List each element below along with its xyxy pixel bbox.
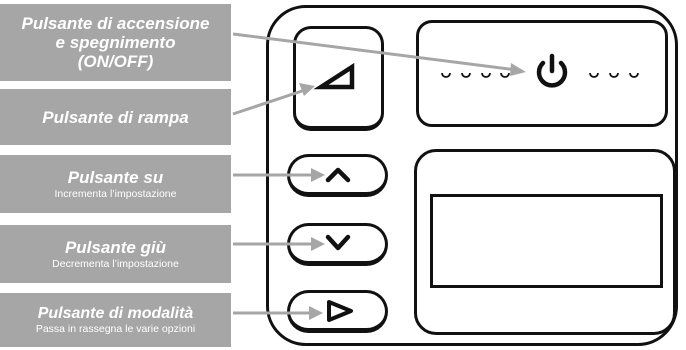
power-label-line3: (ON/OFF) xyxy=(77,52,154,71)
up-label-subtitle: Incrementa l’impostazione xyxy=(54,187,177,200)
play-triangle-icon xyxy=(327,300,353,322)
chevron-down-icon xyxy=(325,234,351,251)
ramp-triangle-icon xyxy=(313,62,355,90)
down-button-label: Pulsante giù Decrementa l’impostazione xyxy=(0,225,231,283)
power-button-label: Pulsante di accensione e spegnimento (ON… xyxy=(0,4,231,81)
chevron-up-icon xyxy=(325,167,351,183)
ramp-button[interactable] xyxy=(293,26,384,131)
display-frame xyxy=(414,149,676,335)
left-indicator-dots xyxy=(441,72,510,78)
mode-label-subtitle: Passa in rassegna le varie opzioni xyxy=(35,322,196,335)
up-button[interactable] xyxy=(287,154,388,197)
power-indicator-group xyxy=(441,72,639,78)
up-button-label: Pulsante su Incrementa l’impostazione xyxy=(0,155,231,213)
ramp-button-label: Pulsante di rampa xyxy=(0,89,231,145)
ramp-label-title: Pulsante di rampa xyxy=(42,107,189,127)
down-label-subtitle: Decrementa l’impostazione xyxy=(52,257,179,270)
up-label-title: Pulsante su xyxy=(67,167,164,187)
down-label-title: Pulsante giù xyxy=(64,237,167,257)
power-label-line1: Pulsante di accensione xyxy=(21,14,210,33)
mode-button-label: Pulsante di modalità Passa in rassegna l… xyxy=(0,293,231,347)
right-indicator-dots xyxy=(589,72,639,78)
display-screen xyxy=(430,194,663,288)
power-icon[interactable] xyxy=(532,53,572,93)
power-panel xyxy=(416,20,668,127)
mode-button[interactable] xyxy=(287,290,388,333)
power-label-line2: e spegnimento xyxy=(55,33,176,52)
mode-label-title: Pulsante di modalità xyxy=(37,304,194,322)
down-button[interactable] xyxy=(287,223,388,266)
